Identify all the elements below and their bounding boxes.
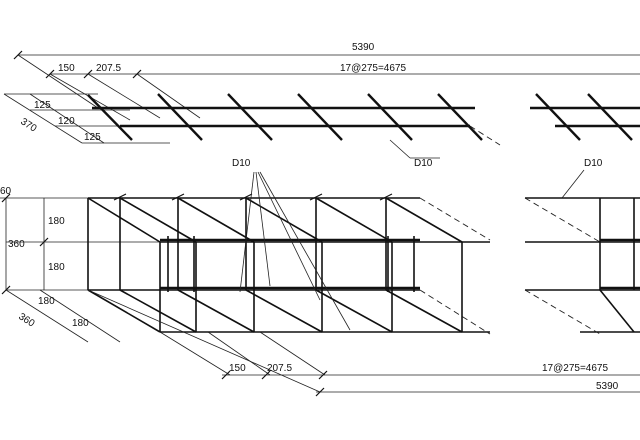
cage-stirrup-top [245,197,323,243]
dim-tick [315,387,325,397]
plan-stirrup [535,93,581,141]
dim-depth-part-1: 180 [38,296,55,307]
cage-bar-dash [419,289,491,335]
plan-stirrup [367,93,413,141]
dim-depth-part-2: 180 [72,318,89,329]
cage-stirrup-top [385,197,463,243]
dim-first-spacing-bottom: 207.5 [267,363,292,374]
dim-stirrup-spacing-top: 17@275=4675 [340,63,406,74]
ext-line [136,73,201,119]
dim-tick [221,370,231,380]
dim-width-2: 120 [58,116,75,127]
cage-end-edge [87,197,161,243]
ext-line [87,289,321,393]
plan-stirrup [437,93,483,141]
bottom-dimensions: 150 207.5 17@275=4675 5390 [87,289,640,397]
dim-total-width: 370 [18,116,38,135]
dim-height-top: 180 [48,216,65,227]
ext-line [17,54,99,109]
dim-overall-top: 5390 [352,42,375,53]
cage-stirrup-hook [239,193,253,201]
dim-stirrup-spacing-bottom: 17@275=4675 [542,363,608,374]
leader-line [561,169,585,199]
ext-line [159,331,231,376]
dim-overall-height: 360 [8,239,25,250]
leader-line [255,171,271,287]
cage-stirrups [113,193,463,333]
dim-start-offset-bottom: 150 [229,363,246,374]
ext-line [87,73,161,119]
dim-line-width [3,93,83,144]
cage-stirrup-bottom [119,289,197,333]
plan-stirrup [227,93,273,141]
dim-start-offset-top: 150 [58,63,75,74]
dim-width-1: 125 [34,100,51,111]
cage-stirrup-hook [309,193,323,201]
cage-stirrup-bottom [385,289,463,333]
label-d10-right: D10 [584,158,603,169]
dim-height-bottom: 180 [48,262,65,273]
cage-stirrup-top [315,197,393,243]
dim-tick [261,370,271,380]
cage-right-stirrup [599,289,635,333]
dim-tick [1,193,11,203]
cage-stirrup-top [177,197,255,243]
top-plan-view: 5390 150 207.5 17@275=4675 125 120 125 3… [3,42,640,169]
cage-bar-dash [524,197,601,243]
leader-line [257,171,321,301]
cage-stirrup-hook [171,193,185,201]
plan-stirrup [587,93,633,141]
label-d10-plan: D10 [414,158,433,169]
dim-first-spacing-top: 207.5 [96,63,121,74]
dim-overall-bottom: 5390 [596,381,619,392]
dim-tick [318,370,328,380]
cage-view: 60 360 180 180 180 180 360 [0,158,640,343]
ext-line [207,331,271,376]
cage-stirrup-top [119,197,197,243]
cage-stirrup-hook [113,193,127,201]
leader-line [259,171,351,331]
plan-stirrups [87,93,633,141]
cage-stirrup-hook [379,193,393,201]
cage-stirrup-bottom [315,289,393,333]
dim-width-3: 125 [84,132,101,143]
ext-line [259,331,326,376]
leader-line [389,139,411,159]
cage-end-edge [87,289,161,333]
dim-line-depth [5,289,89,343]
dim-top-left-cut: 60 [0,186,12,197]
cage-bar-dash [524,289,601,335]
label-d10-main: D10 [232,158,251,169]
cage-bar-dash [419,197,491,241]
dim-depth-total: 360 [16,311,36,330]
plan-stirrup [297,93,343,141]
plan-stirrup [87,94,133,141]
plan-stirrup [157,93,203,141]
cage-stirrup-bottom [177,289,255,333]
plan-bar-dash [469,125,501,146]
leader-line [239,171,255,293]
cage-stirrup-bottom [245,289,323,333]
dim-line-width [29,93,105,144]
dim-line-depth [39,289,121,343]
